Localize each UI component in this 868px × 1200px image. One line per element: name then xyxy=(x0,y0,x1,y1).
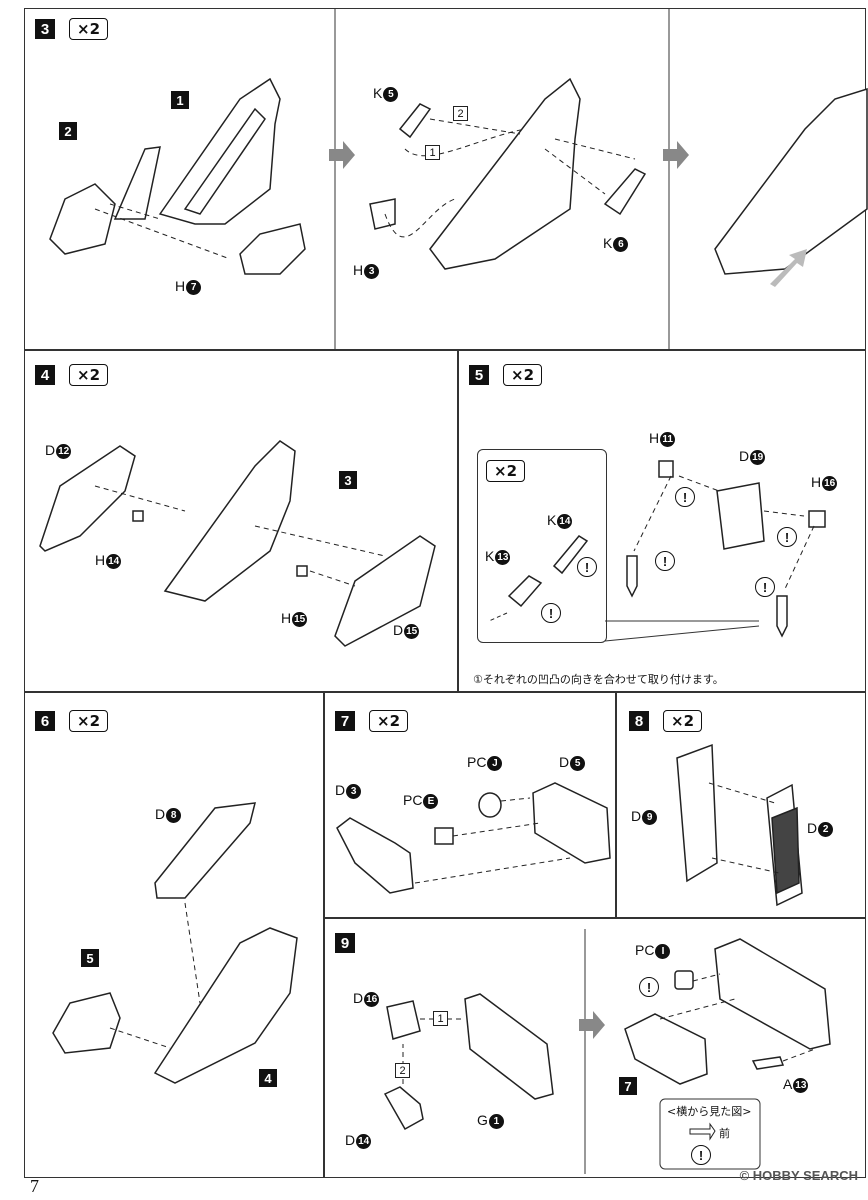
alignment-warning-icon: ! xyxy=(691,1145,711,1165)
order-2: 2 xyxy=(395,1063,410,1078)
part-ref-5: 5 xyxy=(81,949,99,967)
alignment-warning-icon: ! xyxy=(675,487,695,507)
alignment-warning-icon: ! xyxy=(577,557,597,577)
step-4-illustration xyxy=(39,440,436,647)
step-8-illustration xyxy=(676,743,803,907)
step-number: 6 xyxy=(35,711,55,731)
side-view-caption: <横から見た図> xyxy=(667,1105,752,1118)
order-1: 1 xyxy=(425,145,440,160)
step-number: 4 xyxy=(35,365,55,385)
step-3-panel: 3 ×2 1 2 xyxy=(24,8,868,351)
step-9-illustration xyxy=(383,929,831,1174)
alignment-warning-icon: ! xyxy=(655,551,675,571)
alignment-warning-icon: ! xyxy=(755,577,775,597)
step-number: 5 xyxy=(469,365,489,385)
step-5-illustration xyxy=(488,460,826,642)
part-ref-3: 3 xyxy=(339,471,357,489)
step-6-illustration xyxy=(52,802,298,1084)
inset-quantity-badge: ×2 xyxy=(486,460,526,482)
quantity-badge: ×2 xyxy=(69,364,109,386)
alignment-warning-icon: ! xyxy=(777,527,797,547)
order-1: 1 xyxy=(433,1011,448,1026)
alignment-note: ①それぞれの凹凸の向きを合わせて取り付けます。 xyxy=(473,673,724,686)
quantity-badge: ×2 xyxy=(69,710,109,732)
quantity-badge: ×2 xyxy=(69,18,109,40)
part-ref-1: 1 xyxy=(171,91,189,109)
alignment-warning-icon: ! xyxy=(541,603,561,623)
step-number: 8 xyxy=(629,711,649,731)
step-number: 9 xyxy=(335,933,355,953)
step-number: 3 xyxy=(35,19,55,39)
step-number: 7 xyxy=(335,711,355,731)
part-ref-7: 7 xyxy=(619,1077,637,1095)
part-ref-2: 2 xyxy=(59,122,77,140)
quantity-badge: ×2 xyxy=(503,364,543,386)
alignment-warning-icon: ! xyxy=(639,977,659,997)
watermark-logo: © HOBBY SEARCH xyxy=(739,1168,858,1183)
part-ref-4: 4 xyxy=(259,1069,277,1087)
step-3-illustration xyxy=(49,9,868,351)
quantity-badge: ×2 xyxy=(663,710,703,732)
quantity-badge: ×2 xyxy=(369,710,409,732)
page-number: 7 xyxy=(30,1176,39,1196)
step-7-illustration xyxy=(336,782,611,894)
front-direction-label: 前 xyxy=(719,1127,730,1140)
order-2: 2 xyxy=(453,106,468,121)
